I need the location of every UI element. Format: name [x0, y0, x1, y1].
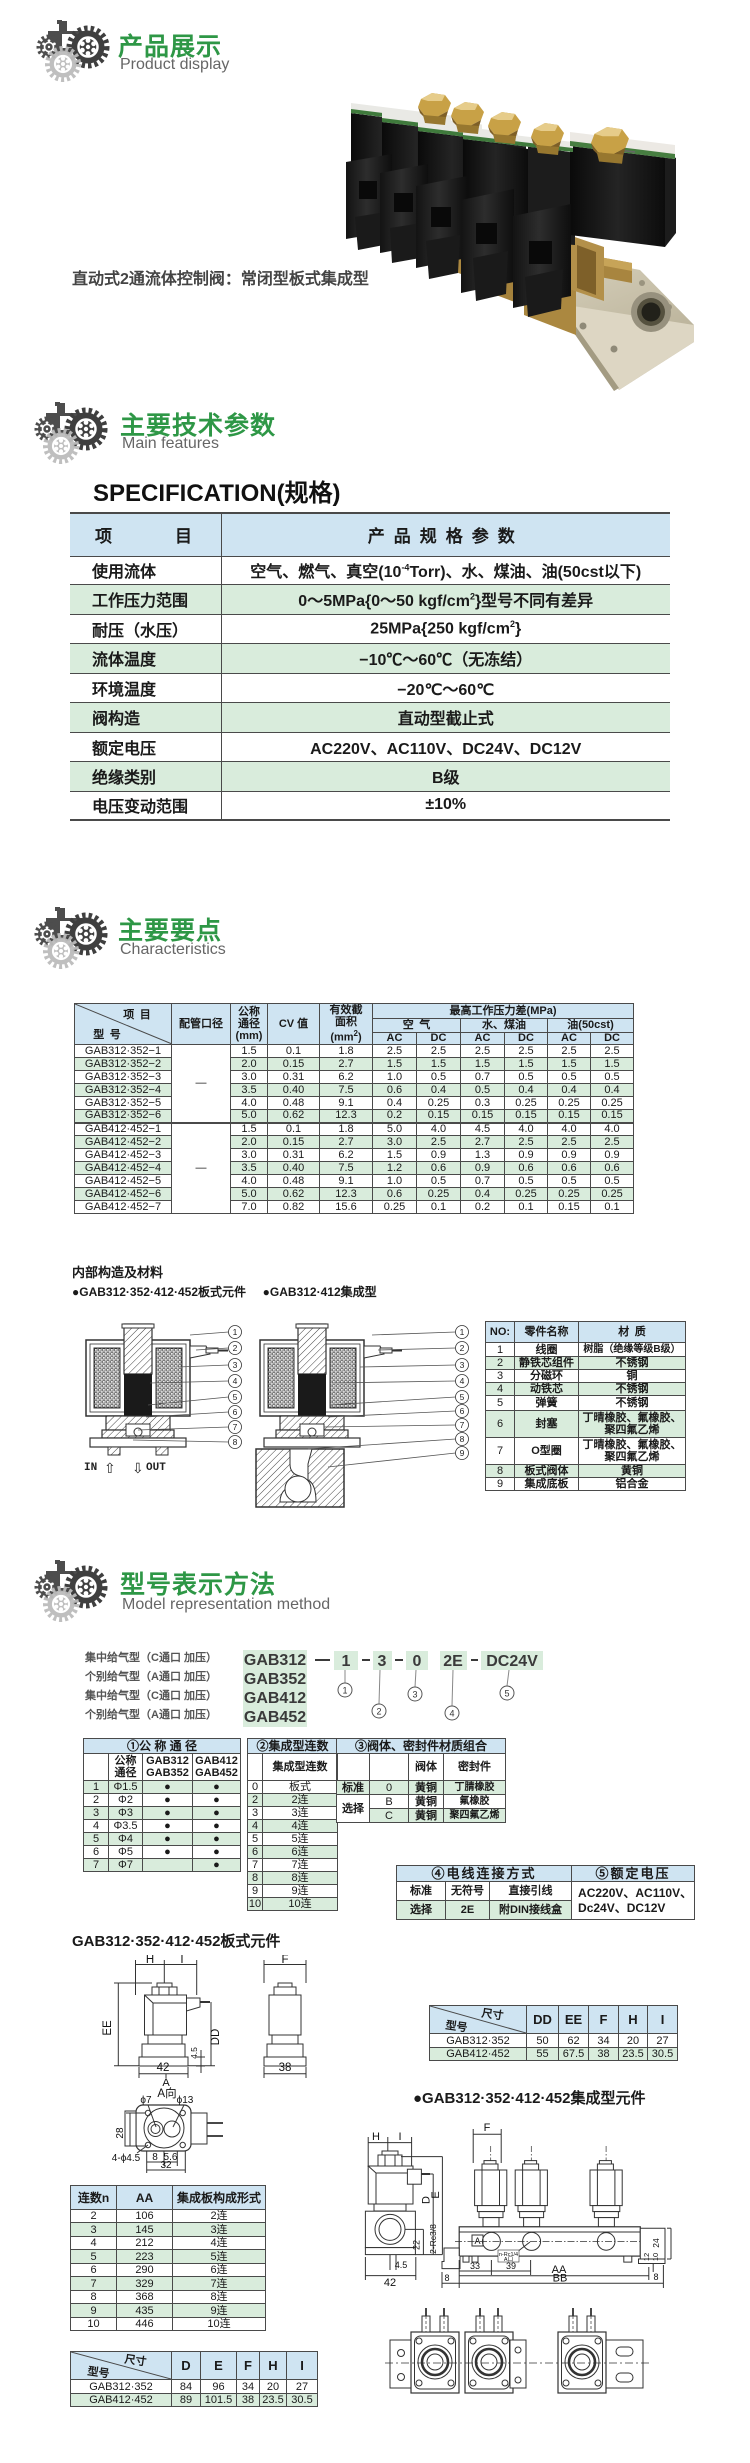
- svg-text:6: 6: [233, 1407, 238, 1417]
- svg-text:集中给气型（C通口 加压）: 集中给气型（C通口 加压）: [85, 1688, 217, 1702]
- svg-text:F: F: [484, 2122, 491, 2134]
- svg-text:24: 24: [651, 2238, 661, 2248]
- svg-text:2: 2: [376, 1707, 381, 1717]
- svg-text:8: 8: [233, 1437, 238, 1447]
- svg-text:5: 5: [460, 1392, 465, 1402]
- svg-text:7: 7: [460, 1420, 465, 1430]
- svg-text:4: 4: [449, 1709, 454, 1719]
- svg-text:8: 8: [460, 1434, 465, 1444]
- svg-text:尺寸: 尺寸: [124, 2352, 148, 2369]
- svg-text:A口: A口: [504, 2256, 513, 2263]
- svg-text:42: 42: [384, 2277, 396, 2289]
- svg-text:⇧: ⇧: [104, 1460, 116, 1476]
- svg-text:0: 0: [413, 1653, 422, 1670]
- svg-text:BB: BB: [553, 2273, 568, 2285]
- svg-text:1: 1: [342, 1653, 351, 1670]
- svg-text:12: 12: [642, 2253, 651, 2261]
- svg-text:型号: 型号: [445, 2018, 469, 2033]
- svg-text:AA: AA: [552, 2264, 567, 2276]
- svg-text:1: 1: [460, 1327, 465, 1337]
- svg-text:集中给气型（C通口 加压）: 集中给气型（C通口 加压）: [85, 1650, 217, 1664]
- svg-text:DC24V: DC24V: [486, 1653, 538, 1670]
- svg-text:2-Rc3/8: 2-Rc3/8: [428, 2224, 438, 2254]
- svg-text:7: 7: [233, 1422, 238, 1432]
- svg-text:E: E: [430, 2191, 442, 2198]
- svg-text:2: 2: [460, 1343, 465, 1353]
- svg-text:项 目: 项 目: [123, 1008, 151, 1021]
- svg-text:I: I: [180, 1955, 183, 1966]
- svg-text:4-ϕ4.5: 4-ϕ4.5: [112, 2153, 141, 2164]
- svg-text:IN: IN: [84, 1462, 97, 1474]
- svg-text:尺寸: 尺寸: [481, 2006, 505, 2023]
- svg-text:28: 28: [115, 2127, 126, 2139]
- svg-text:3: 3: [378, 1653, 387, 1670]
- svg-text:1: 1: [233, 1327, 238, 1337]
- svg-text:型 号: 型 号: [93, 1027, 121, 1041]
- svg-text:GAB352: GAB352: [244, 1671, 306, 1688]
- svg-text:9: 9: [460, 1448, 465, 1458]
- svg-text:39: 39: [506, 2261, 516, 2271]
- svg-text:DD: DD: [210, 2029, 222, 2046]
- svg-text:D: D: [421, 2196, 433, 2204]
- svg-text:个别给气型（A通口 加压）: 个别给气型（A通口 加压）: [85, 1669, 217, 1683]
- svg-text:10: 10: [651, 2253, 660, 2261]
- svg-text:n-Rc1/4: n-Rc1/4: [499, 2252, 518, 2258]
- svg-text:3: 3: [460, 1360, 465, 1370]
- svg-text:2E: 2E: [443, 1653, 463, 1670]
- svg-text:4: 4: [233, 1376, 238, 1386]
- svg-text:个别给气型（A通口 加压）: 个别给气型（A通口 加压）: [85, 1707, 217, 1721]
- svg-text:OUT: OUT: [146, 1462, 166, 1474]
- svg-text:2: 2: [233, 1343, 238, 1353]
- svg-text:4.5: 4.5: [189, 2047, 199, 2059]
- svg-text:4: 4: [460, 1376, 465, 1386]
- svg-text:32: 32: [160, 2160, 172, 2171]
- svg-text:H: H: [146, 1955, 154, 1966]
- svg-text:A向: A向: [157, 2086, 176, 2100]
- svg-text:型号: 型号: [87, 2364, 111, 2379]
- svg-text:A: A: [162, 2077, 170, 2089]
- svg-text:33: 33: [470, 2261, 480, 2271]
- svg-text:H: H: [372, 2131, 380, 2143]
- svg-text:5.6: 5.6: [164, 2152, 178, 2163]
- svg-text:3: 3: [233, 1360, 238, 1370]
- svg-text:I: I: [398, 2131, 401, 2143]
- svg-text:4.5: 4.5: [395, 2260, 408, 2270]
- svg-text:GAB412: GAB412: [244, 1690, 306, 1707]
- svg-text:3: 3: [412, 1690, 417, 1700]
- svg-text:42: 42: [157, 2062, 170, 2074]
- svg-text:8: 8: [653, 2272, 658, 2282]
- svg-text:ϕ7: ϕ7: [140, 2095, 152, 2106]
- svg-text:EE: EE: [102, 2020, 114, 2036]
- svg-text:5: 5: [504, 1689, 509, 1699]
- svg-text:GAB312: GAB312: [244, 1652, 306, 1669]
- svg-text:A: A: [474, 2236, 480, 2246]
- svg-text:ϕ13: ϕ13: [177, 2095, 194, 2106]
- svg-text:1: 1: [342, 1686, 347, 1696]
- svg-text:22: 22: [412, 2240, 422, 2250]
- svg-text:GAB452: GAB452: [244, 1709, 306, 1726]
- svg-text:⇩: ⇩: [132, 1460, 144, 1476]
- svg-text:5: 5: [233, 1392, 238, 1402]
- svg-text:F: F: [281, 1955, 288, 1966]
- svg-text:38: 38: [279, 2062, 292, 2074]
- svg-text:8: 8: [152, 2152, 158, 2163]
- svg-text:6: 6: [460, 1406, 465, 1416]
- svg-text:8: 8: [444, 2273, 449, 2283]
